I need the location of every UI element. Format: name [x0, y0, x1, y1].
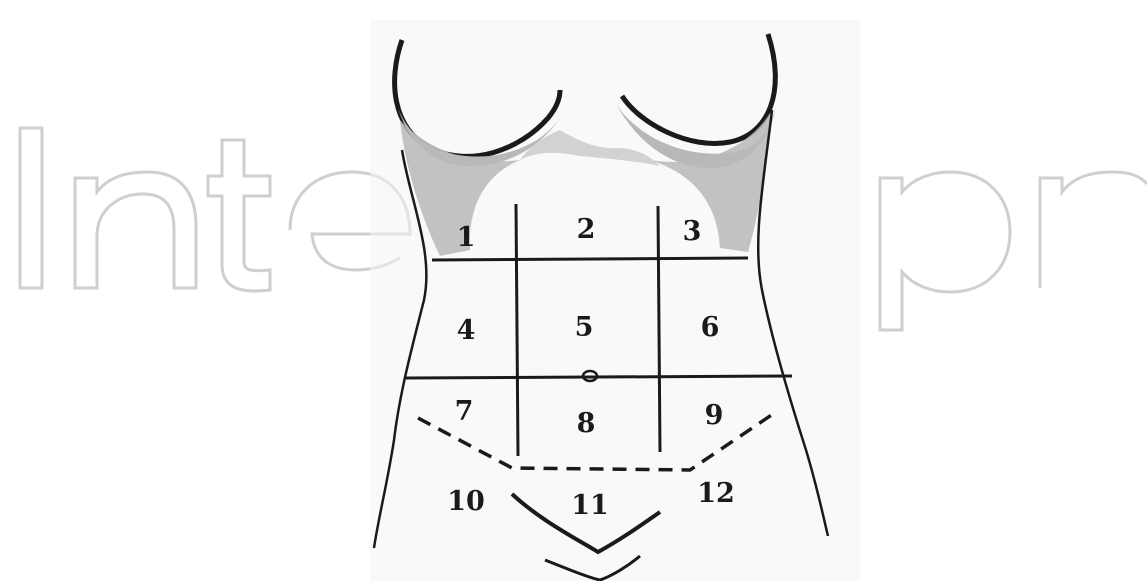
- region-label-11: 11: [571, 490, 609, 521]
- region-label-10: 10: [447, 486, 485, 517]
- region-label-9: 9: [705, 400, 724, 431]
- upper-horizontal-line: [432, 258, 748, 260]
- right-vertical-line: [658, 206, 660, 452]
- lower-horizontal-line: [406, 376, 792, 378]
- region-label-12: 12: [697, 478, 735, 509]
- region-label-6: 6: [701, 312, 720, 343]
- region-label-2: 2: [577, 214, 596, 245]
- left-vertical-line: [516, 204, 518, 456]
- region-label-1: 1: [457, 222, 476, 253]
- region-label-4: 4: [457, 315, 476, 346]
- region-label-7: 7: [455, 396, 474, 427]
- region-label-8: 8: [577, 408, 596, 439]
- torso-silhouette: [370, 20, 860, 581]
- region-label-3: 3: [683, 216, 702, 247]
- region-label-5: 5: [575, 312, 594, 343]
